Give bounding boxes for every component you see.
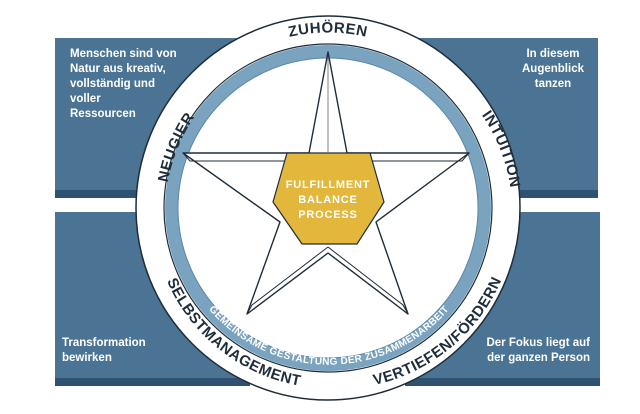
- panel-text-bottom-right: Der Fokus liegt auf der ganzen Person: [486, 337, 590, 364]
- text-line: Der Fokus liegt auf: [486, 337, 590, 349]
- text-line: Ressourcen: [70, 108, 136, 120]
- text-line: bewirken: [62, 352, 112, 364]
- text-line: BALANCE: [298, 194, 357, 206]
- text-line: In diesem: [526, 48, 579, 60]
- text-line: Natur aus kreativ,: [70, 63, 166, 75]
- text-line: Menschen sind von: [70, 48, 177, 60]
- ring-label-top: ZUHÖREN: [287, 19, 369, 40]
- outer-ring-inner-edge: [163, 43, 493, 373]
- text-line: der ganzen Person: [487, 352, 590, 364]
- text-line: PROCESS: [298, 209, 357, 221]
- text-line: tanzen: [535, 78, 571, 90]
- center-label: FULFILLMENT BALANCE PROCESS: [286, 179, 371, 221]
- text-line: Transformation: [62, 337, 146, 349]
- text-line: Augenblick: [522, 63, 585, 75]
- text-line: voller: [70, 93, 101, 105]
- text-line: vollständig und: [70, 78, 155, 90]
- center-pentagon: [272, 152, 385, 245]
- text-line: FULFILLMENT: [286, 179, 371, 191]
- panel-text-bottom-left: Transformation bewirken: [62, 337, 146, 364]
